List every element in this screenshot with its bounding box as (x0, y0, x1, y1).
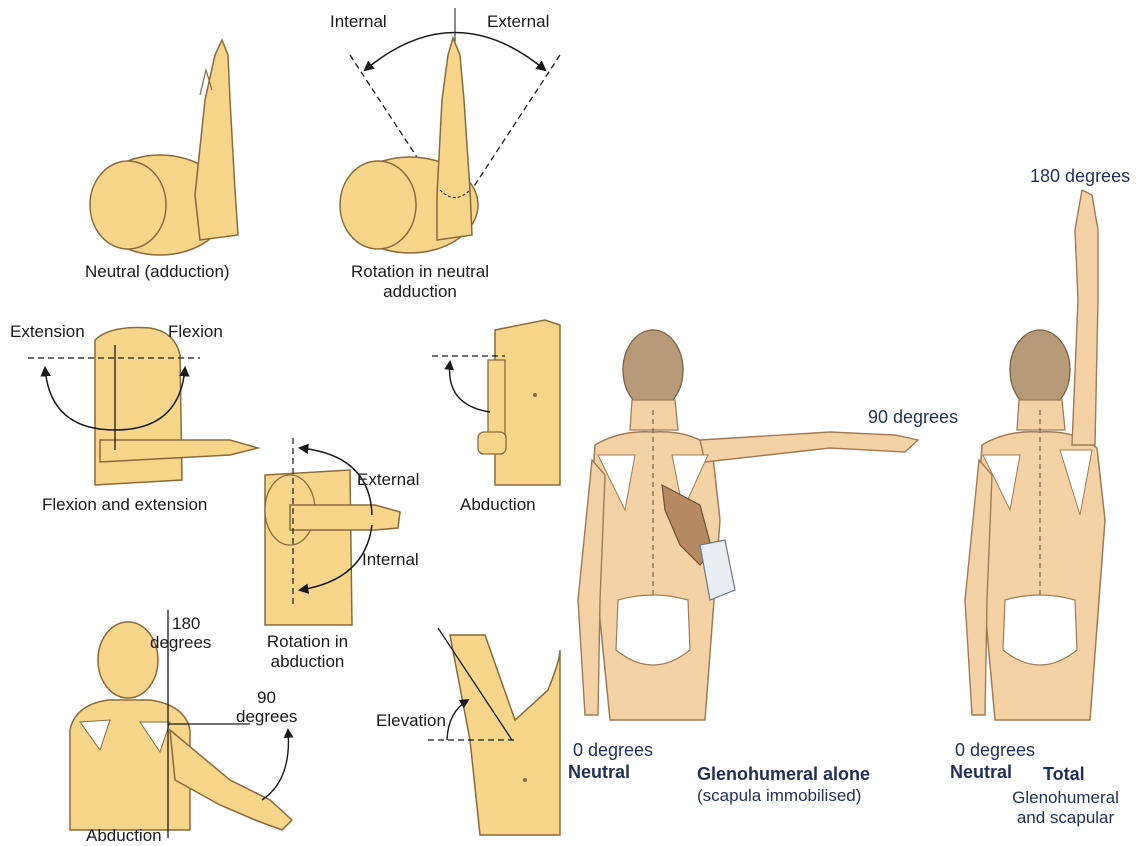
label-0-degrees-left: 0 degrees (573, 740, 653, 761)
label-flexion: Flexion (168, 322, 223, 342)
total-back-figure (965, 190, 1105, 720)
label-90-degrees-right: 90 degrees (868, 407, 958, 428)
label-neutral-left: Neutral (568, 762, 630, 783)
label-rotation-abduction: Rotation in abduction (250, 632, 365, 671)
neutral-adduction-figure (90, 40, 238, 255)
label-180-degrees: degrees (150, 633, 211, 653)
label-flexion-and-extension: Flexion and extension (42, 495, 207, 515)
glenohumeral-back-figure (578, 330, 918, 720)
label-neutral-right: Neutral (950, 762, 1012, 783)
label-external-mid: External (357, 470, 419, 490)
elevation-figure (428, 628, 560, 835)
label-internal-top: Internal (330, 12, 387, 32)
label-rotation-neutral: Rotation in neutral adduction (350, 262, 490, 301)
rotation-abduction-figure (265, 438, 400, 625)
flexion-extension-figure (28, 328, 258, 486)
label-external-top: External (487, 12, 549, 32)
label-scapula-immobilised: (scapula immobilised) (697, 786, 861, 806)
label-extension: Extension (10, 322, 85, 342)
label-elevation: Elevation (376, 711, 446, 731)
label-internal-mid: Internal (362, 550, 419, 570)
label-total: Total (1043, 764, 1085, 785)
label-abduction-mid: Abduction (460, 495, 536, 515)
label-glenohumeral-alone: Glenohumeral alone (697, 764, 870, 785)
abduction-side-figure (432, 320, 560, 485)
label-0-degrees-right: 0 degrees (955, 740, 1035, 761)
label-90-degrees: degrees (236, 707, 297, 727)
label-90-number: 90 (257, 688, 276, 708)
label-neutral-adduction: Neutral (adduction) (85, 262, 230, 282)
label-glenohumeral-and-scapular: Glenohumeral and scapular (1008, 788, 1123, 827)
label-180-degrees-right: 180 degrees (1030, 166, 1130, 187)
rotation-neutral-figure (340, 8, 560, 253)
label-180-number: 180 (172, 614, 200, 634)
